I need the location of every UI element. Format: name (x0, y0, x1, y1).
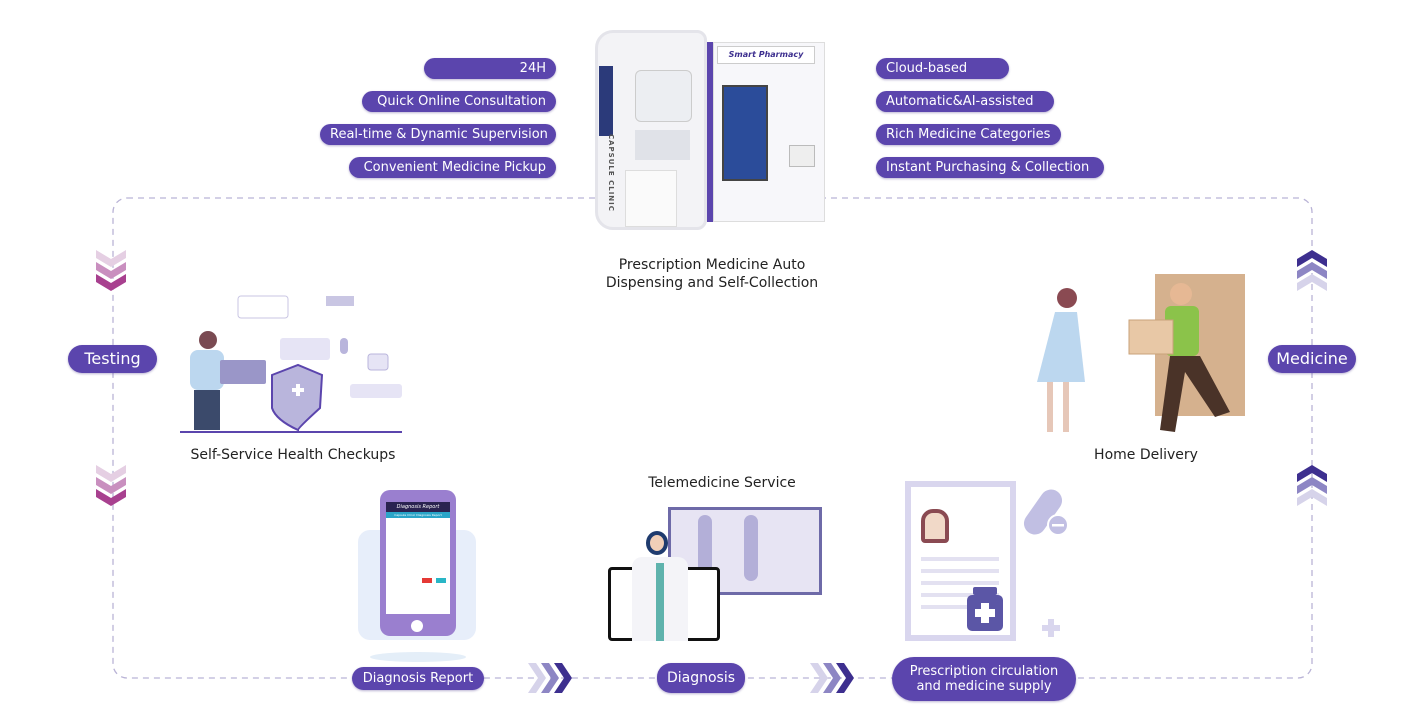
feature-medicine-categories: Rich Medicine Categories (876, 124, 1061, 145)
caption-telemedicine: Telemedicine Service (648, 475, 796, 491)
kiosk-caption-line1: Prescription Medicine Auto (618, 257, 806, 273)
kiosk-illustration: Smart Pharmacy CAPSULE CLINIC (595, 30, 827, 242)
phone-illustration: Diagnosis Report Capsule Clinic Diagnosi… (358, 490, 478, 665)
step-prescription-line1: Prescription circulation (909, 664, 1059, 679)
pill-icon (1023, 489, 1069, 536)
feature-24h: 24H (424, 58, 556, 79)
feature-cloud-based: Cloud-based (876, 58, 1009, 79)
chevron-up-icon (1297, 465, 1327, 506)
phone-screen-subtitle: Capsule Clinic Diagnosis Report (386, 512, 450, 518)
feature-realtime-supervision: Real-time & Dynamic Supervision (320, 124, 556, 145)
step-diagnosis-report: Diagnosis Report (352, 667, 484, 690)
chevron-right-icon (810, 663, 854, 693)
feature-automatic-ai: Automatic&AI-assisted (876, 91, 1054, 112)
feature-medicine-pickup: Convenient Medicine Pickup (349, 157, 556, 178)
prescription-illustration (905, 481, 1075, 643)
kiosk-brand: CAPSULE CLINIC (607, 134, 615, 212)
side-label-testing: Testing (68, 345, 157, 373)
step-prescription-supply: Prescription circulation and medicine su… (892, 657, 1076, 701)
step-prescription-line2: and medicine supply (916, 679, 1052, 694)
home-delivery-illustration (1037, 274, 1245, 432)
feature-quick-consultation: Quick Online Consultation (362, 91, 556, 112)
kiosk-caption-line2: Dispensing and Self-Collection (605, 275, 819, 291)
chevron-down-icon (96, 250, 126, 291)
caption-home-delivery: Home Delivery (1094, 447, 1198, 463)
telemedicine-illustration (606, 505, 822, 645)
health-checkup-illustration (180, 295, 402, 433)
caption-health-checkups: Self-Service Health Checkups (190, 447, 396, 463)
kiosk-sign: Smart Pharmacy (717, 46, 815, 64)
side-label-medicine: Medicine (1268, 345, 1356, 373)
step-diagnosis: Diagnosis (657, 663, 745, 693)
chevron-up-icon (1297, 250, 1327, 291)
kiosk-caption: Prescription Medicine Auto Dispensing an… (562, 256, 862, 292)
medicine-bottle-icon (967, 587, 1003, 631)
feature-instant-purchasing: Instant Purchasing & Collection (876, 157, 1104, 178)
chevron-down-icon (96, 465, 126, 506)
kiosk-screen (722, 85, 768, 181)
shield-plus-icon (271, 363, 324, 432)
phone-screen-title: Diagnosis Report (386, 502, 450, 512)
chevron-right-icon (528, 663, 572, 693)
